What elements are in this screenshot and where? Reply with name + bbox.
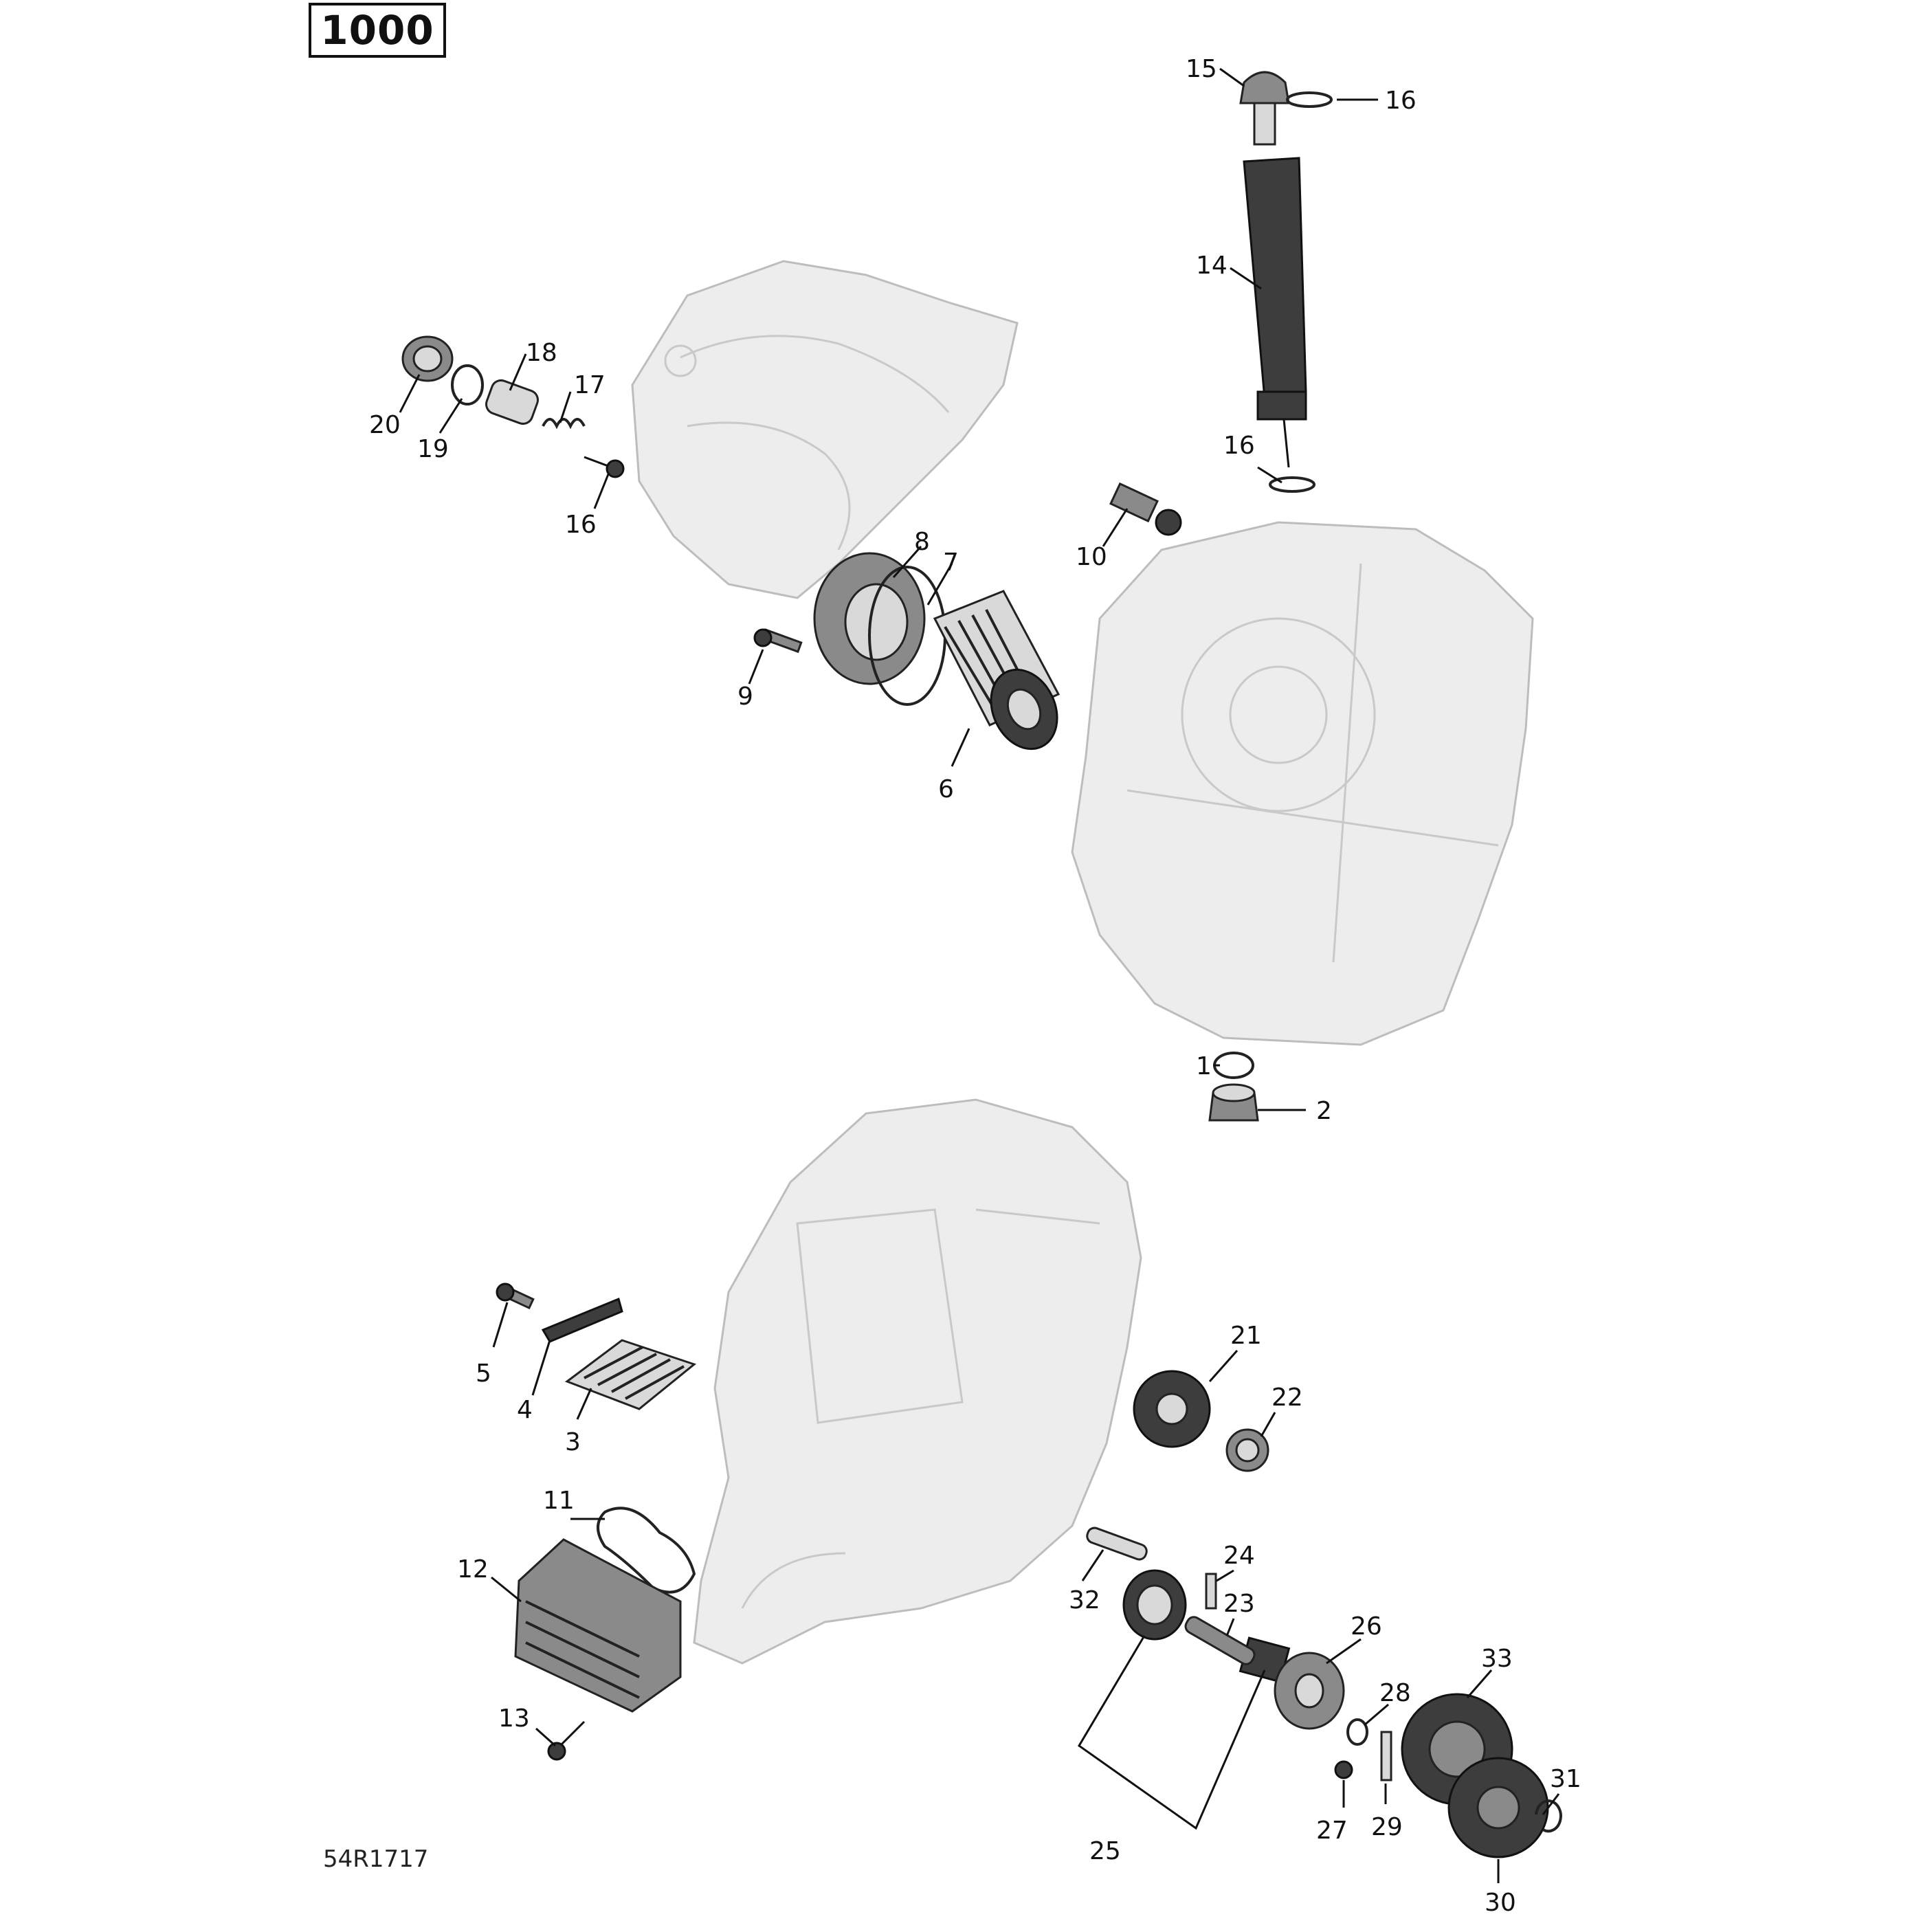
callout-10: 10: [1076, 543, 1107, 571]
callout-1: 1: [1196, 1052, 1212, 1080]
part-15-dipstick-cap: [1239, 71, 1290, 146]
part-2-drain-plug: [1208, 1083, 1259, 1122]
callout-12: 12: [457, 1555, 489, 1584]
part-29-washer: [1346, 1718, 1368, 1746]
part-23-seal: [1225, 1428, 1269, 1472]
callout-30: 29: [1371, 1813, 1403, 1841]
part-11-gasket: [597, 1507, 696, 1594]
part-33-pin: [1086, 1526, 1148, 1561]
callout-4: 4: [517, 1396, 533, 1424]
part-9-screw: [753, 628, 803, 654]
callout-24: 23: [1223, 1590, 1255, 1618]
callout-26: 25: [1089, 1837, 1121, 1865]
callout-3: 3: [565, 1428, 581, 1456]
callout-9: 9: [737, 682, 753, 711]
part-3-oil-strainer: [564, 1339, 697, 1410]
engine-variant-label: 1000: [320, 7, 434, 54]
part-25-pin: [1205, 1573, 1217, 1610]
part-32-circlip: [1535, 1799, 1562, 1833]
part-6-oil-filter: [933, 590, 1061, 751]
part-21-plug: [401, 335, 454, 382]
part-4-bracket: [541, 1297, 623, 1343]
part-28-screw: [1334, 1760, 1353, 1779]
callout-23: 22: [1272, 1384, 1303, 1412]
part-1-washer: [1213, 1052, 1254, 1079]
callout-27: 26: [1351, 1612, 1382, 1641]
callout-29: 28: [1379, 1679, 1411, 1707]
part-16-o-ring-lower: [1269, 476, 1315, 493]
callout-5: 5: [476, 1359, 491, 1388]
callout-21: 20: [369, 411, 401, 439]
part-17-screw: [584, 456, 625, 478]
part-31-gear: [1447, 1757, 1549, 1858]
callout-14: 14: [1196, 252, 1228, 280]
callout-32: 31: [1550, 1765, 1581, 1793]
callout-31: 30: [1485, 1889, 1516, 1917]
part-10-oil-pressure-sensor: [1109, 482, 1182, 536]
callout-25: 24: [1223, 1542, 1255, 1570]
part-5-screw: [496, 1283, 535, 1310]
callout-22: 21: [1230, 1322, 1262, 1350]
callout-leaders: [399, 67, 1560, 1883]
part-22-drive-gear: [1133, 1370, 1211, 1448]
part-27-pump-cover: [1274, 1652, 1345, 1730]
callout-20: 19: [417, 435, 449, 463]
part-19-valve-piston: [485, 379, 539, 425]
callout-34: 33: [1481, 1645, 1513, 1673]
callout-16-lower: 16: [1223, 432, 1255, 460]
part-30-pin: [1380, 1731, 1392, 1781]
callout-6: 6: [938, 775, 954, 803]
diagram-reference-code: 54R1717: [323, 1845, 429, 1873]
part-20-o-ring: [451, 364, 484, 406]
part-24-pump-shaft: [1184, 1616, 1256, 1665]
callout-13: 13: [498, 1705, 530, 1733]
callout-15: 15: [1186, 55, 1217, 83]
part-18-spring: [542, 418, 586, 430]
part-8-oil-filter-cover: [813, 552, 926, 685]
callout-11: 11: [543, 1487, 575, 1515]
part-14-dipstick-tube: [1243, 157, 1307, 468]
crankcase-right-ghost: [1071, 521, 1534, 1046]
callout-16: 16: [1385, 87, 1417, 115]
part-12-oil-cooler: [514, 1538, 682, 1713]
callout-2: 2: [1316, 1097, 1332, 1125]
callout-17: 16: [565, 511, 597, 539]
callout-8: 8: [914, 528, 930, 556]
part-13-screw: [547, 1720, 586, 1761]
crankcase-lower-ghost: [693, 1098, 1142, 1665]
upper-crankcase-cover-ghost: [631, 260, 1019, 599]
callout-numbers: 15 16 14 16 10 20 19 18 17 16 8 7 9 6 1 …: [369, 55, 1581, 1917]
callout-28: 27: [1316, 1817, 1348, 1845]
engine-variant-box: 1000: [309, 3, 446, 58]
callout-7: 7: [943, 548, 959, 577]
callout-33: 32: [1069, 1586, 1100, 1614]
callout-19: 18: [526, 339, 557, 367]
callout-18: 17: [574, 371, 606, 399]
part-16-o-ring-upper: [1286, 91, 1333, 108]
